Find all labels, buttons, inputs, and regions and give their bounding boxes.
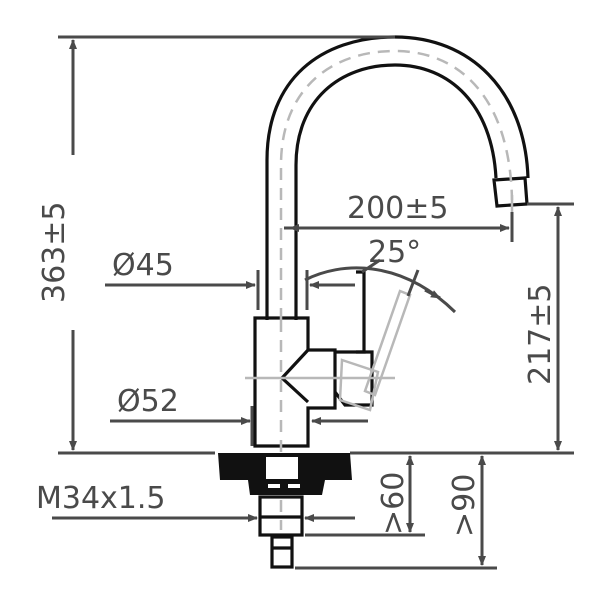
body-cylinder	[253, 316, 337, 448]
spout-reach-label: 200±5	[347, 191, 448, 226]
mixer-cartridge	[279, 348, 310, 404]
dim-thread: M34x1.5	[36, 481, 355, 522]
countertop-section	[218, 453, 352, 495]
pipe-diameter-label: Ø45	[112, 248, 174, 283]
dim-counter-90: >90	[295, 455, 497, 570]
counter-60-label: >60	[376, 472, 411, 535]
clearance-height-label: 217±5	[523, 284, 558, 385]
spout-inner-line	[294, 63, 498, 320]
dim-pipe-diameter: Ø45	[105, 248, 355, 310]
mounting-shank	[258, 495, 304, 569]
base-diameter-label: Ø52	[117, 384, 179, 419]
dim-spout-reach: 200±5	[284, 191, 514, 242]
total-height-label: 363±5	[37, 202, 72, 303]
handle-rotated-ghost	[338, 289, 412, 412]
thread-label: M34x1.5	[36, 481, 166, 516]
dim-total-height: 363±5	[37, 35, 395, 455]
dim-handle-angle: 25°	[304, 235, 457, 314]
dim-counter-60: >60	[305, 455, 425, 537]
handle-angle-label: 25°	[368, 235, 421, 270]
dim-clearance-height: 217±5	[350, 202, 574, 455]
counter-90-label: >90	[447, 474, 482, 537]
handle-lever	[356, 270, 366, 354]
dim-base-diameter: Ø52	[110, 384, 368, 446]
